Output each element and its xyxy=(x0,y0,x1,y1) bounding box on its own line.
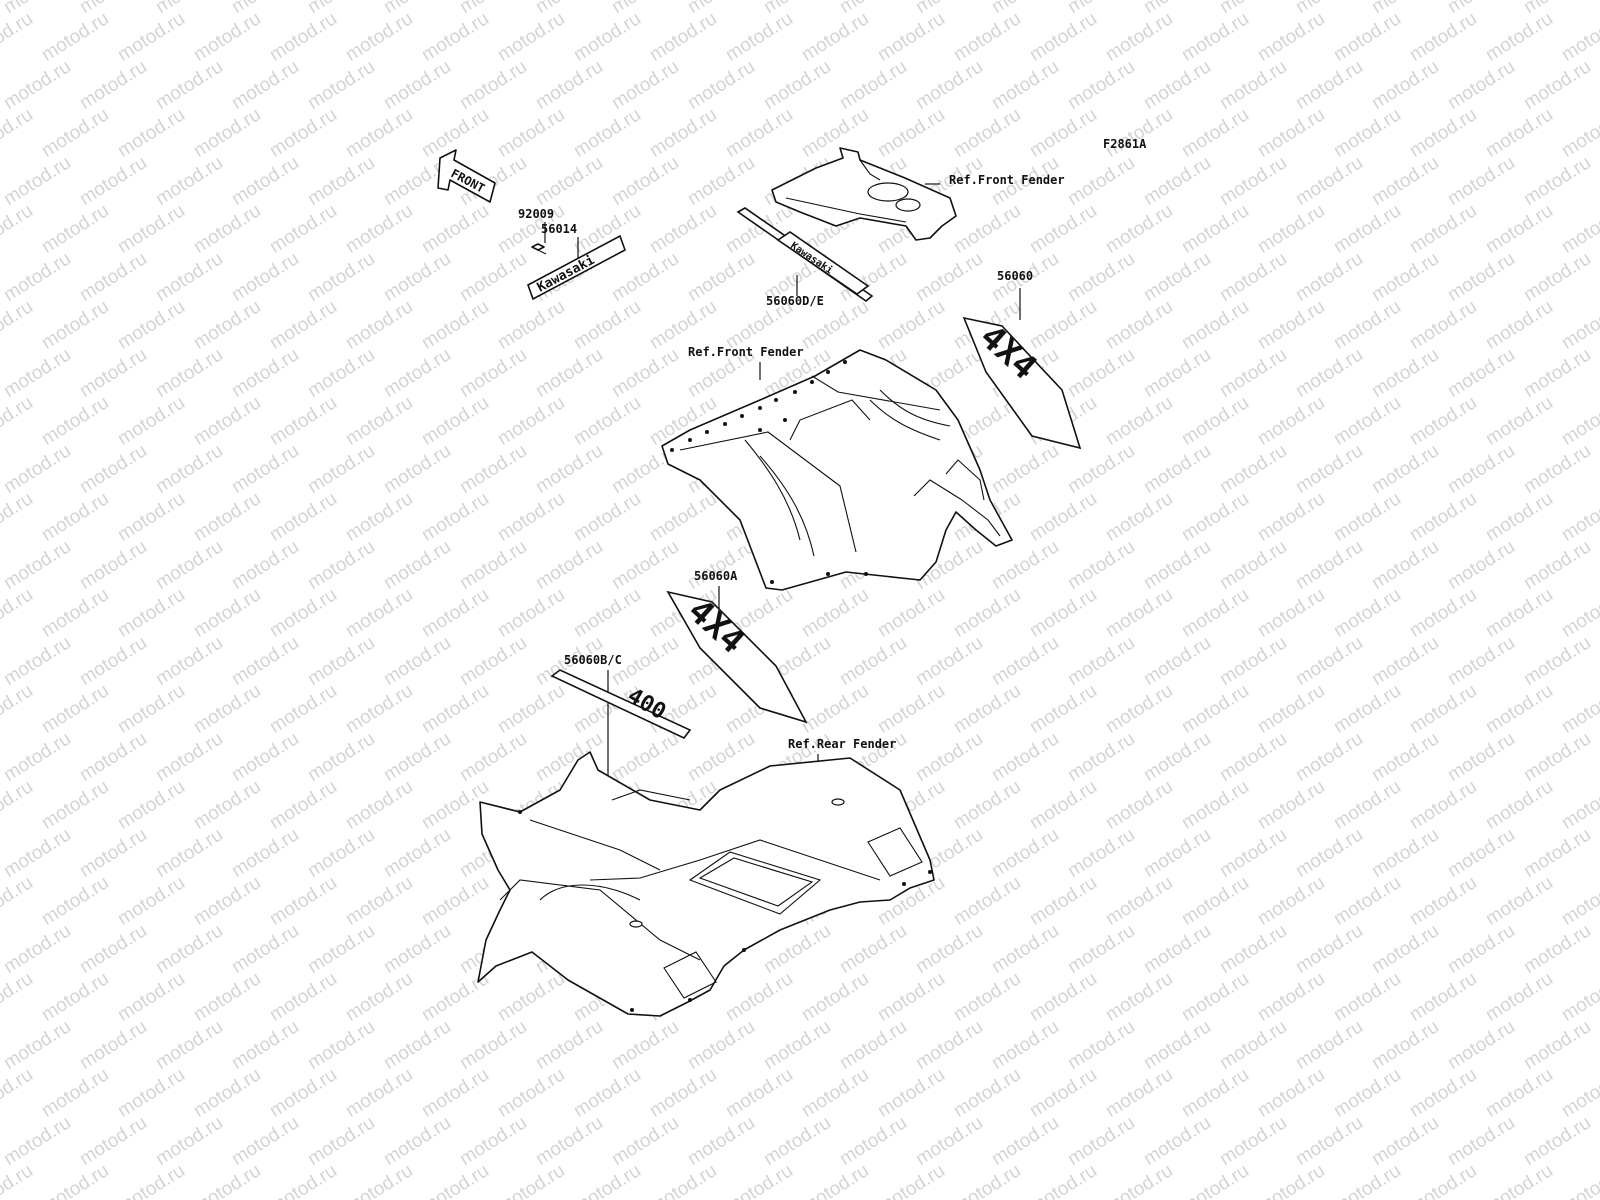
callout-ref-front-fender-mid: Ref.Front Fender xyxy=(688,345,804,359)
front-fender-main xyxy=(661,349,1013,591)
front-arrow-icon: FRONT xyxy=(437,149,496,203)
model-decal-56060bc: 400 xyxy=(550,669,692,740)
decal-4x4-56060a: 4X4 xyxy=(666,590,808,724)
callout-56060bc: 56060B/C xyxy=(564,653,622,667)
callout-56060de: 56060D/E xyxy=(766,294,824,308)
callout-56060: 56060 xyxy=(997,269,1033,283)
figure-code: F2861A xyxy=(1103,137,1147,151)
front-fender-cover xyxy=(771,147,957,241)
callout-92009: 92009 xyxy=(518,207,554,221)
emblem-text: Kawasaki xyxy=(535,253,597,296)
callout-56060a: 56060A xyxy=(694,569,738,583)
decal-4x4-56060: 4X4 xyxy=(962,316,1082,450)
screw-92009 xyxy=(531,222,547,255)
stripe-decal-56060de: Kawasaki xyxy=(736,207,874,303)
rear-fender xyxy=(477,751,935,1017)
callout-ref-front-fender-top: Ref.Front Fender xyxy=(949,173,1065,187)
callout-56014: 56014 xyxy=(541,222,577,236)
callout-ref-rear-fender: Ref.Rear Fender xyxy=(788,737,896,751)
